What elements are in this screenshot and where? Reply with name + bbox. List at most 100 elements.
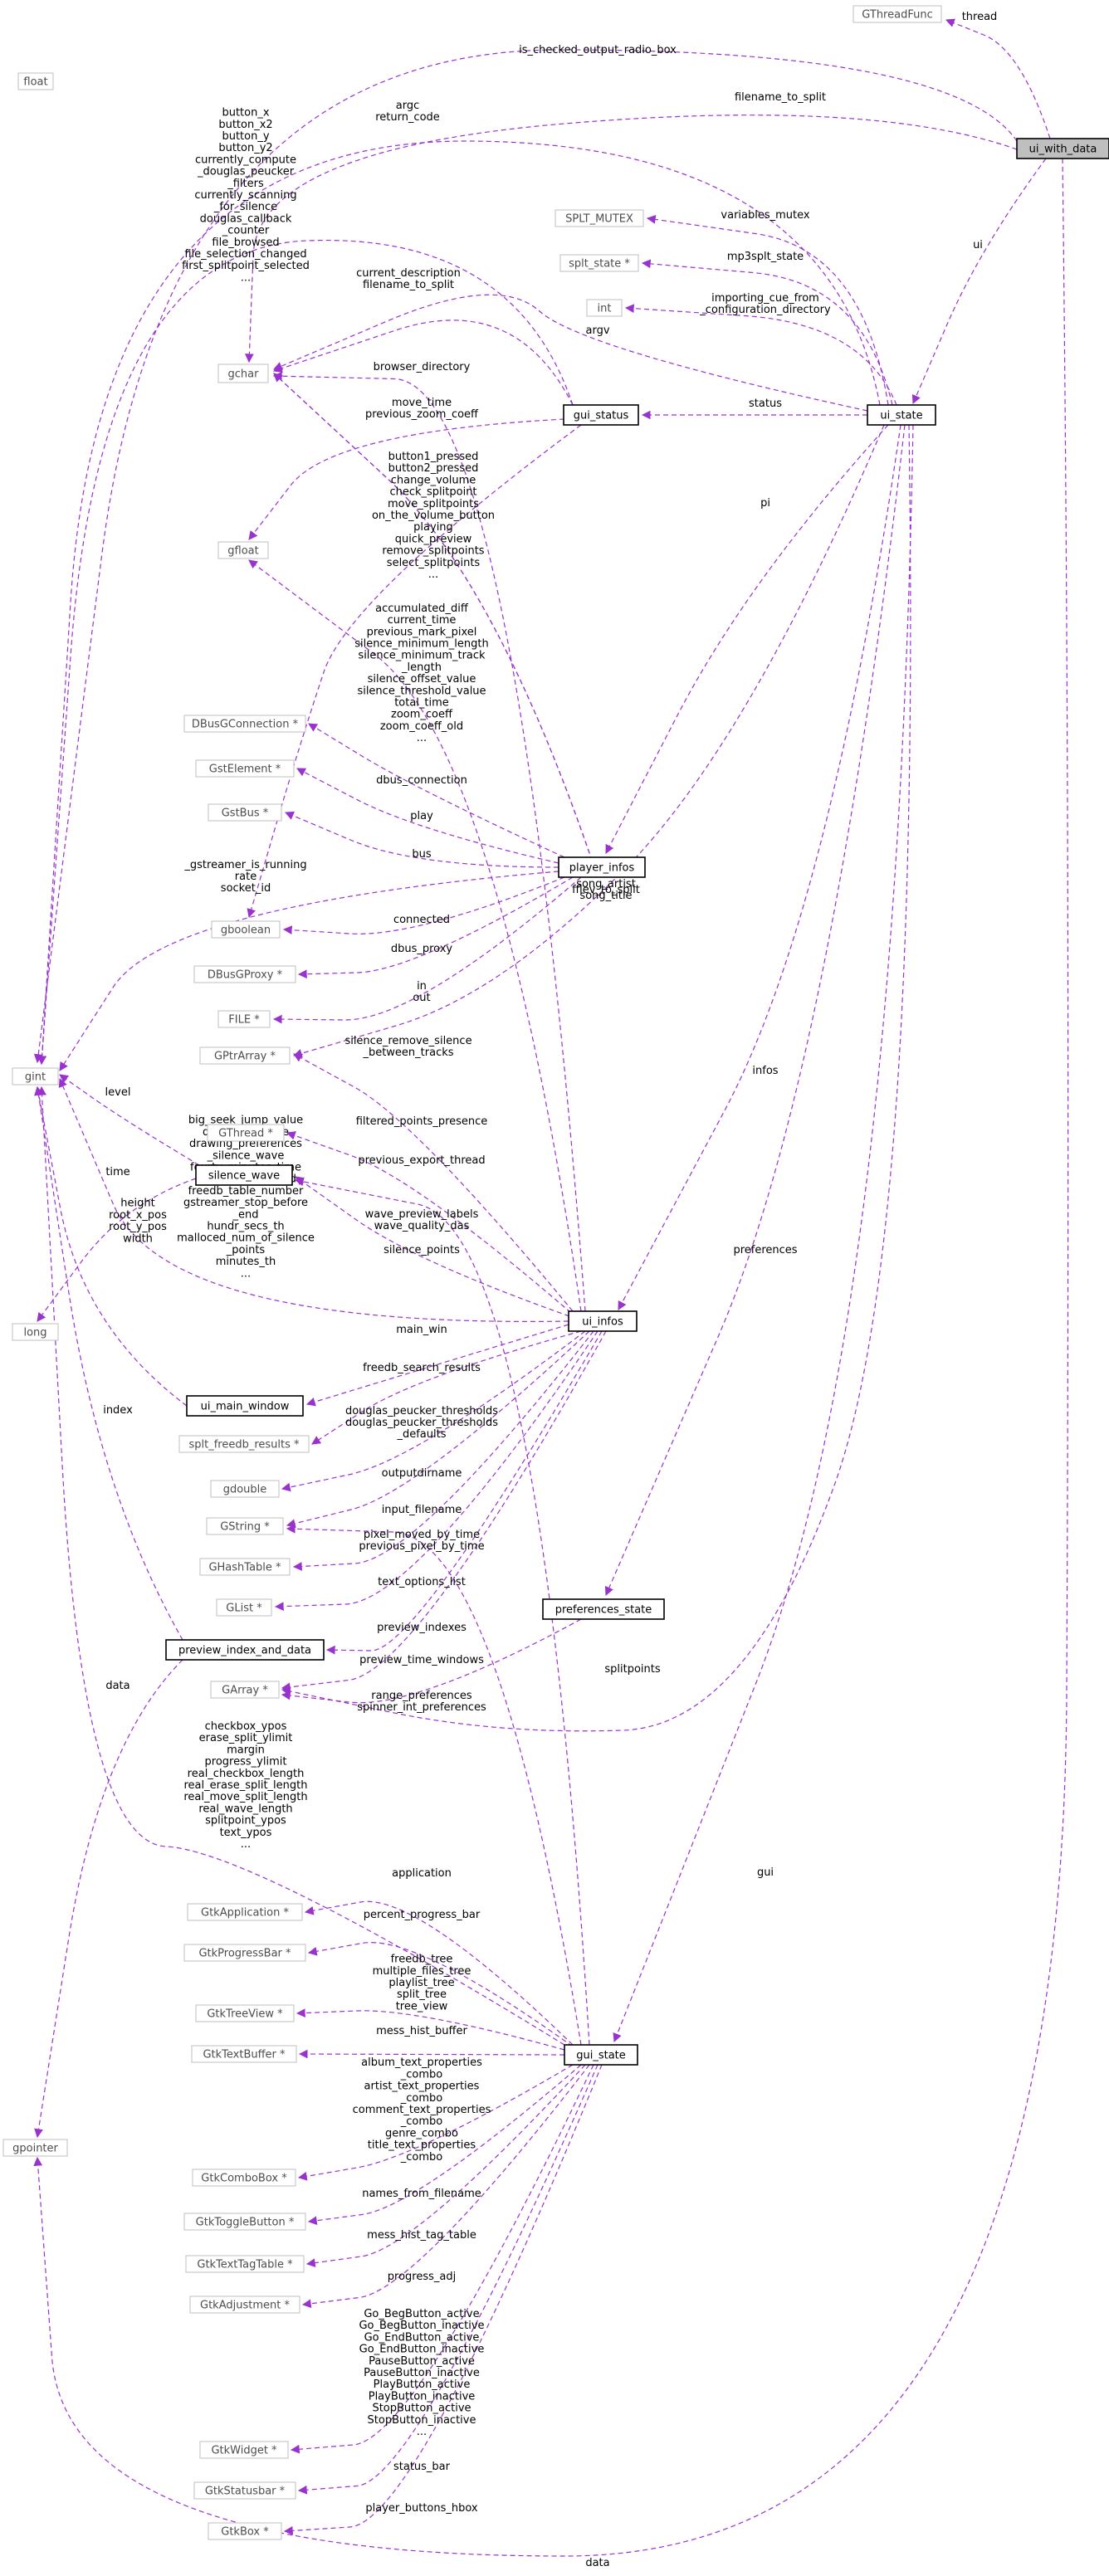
- node-SPLT_MUTEX: SPLT_MUTEX: [554, 209, 644, 227]
- edge-label-line: change_volume: [391, 474, 476, 486]
- node-ui_state[interactable]: ui_state: [867, 404, 936, 426]
- edge-label-line: button1_pressed: [388, 451, 479, 463]
- node-box-GArray: [210, 1681, 280, 1699]
- node-label-GtkProgressBar: GtkProgressBar *: [198, 1948, 291, 1960]
- node-silence_wave[interactable]: silence_wave: [195, 1164, 293, 1186]
- edge-label-player_infos-to-GstElement: play: [410, 810, 433, 822]
- edge-label-line: move_splitpoints: [388, 498, 479, 510]
- edge-label-line: _for_silence: [213, 201, 277, 213]
- edge-label-line: browser_directory: [374, 361, 471, 373]
- edge-gui_state-to-GString: [286, 1524, 582, 2046]
- edge-label-ui_infos-to-GPtrArray: filtered_points_presence: [356, 1115, 488, 1128]
- edge-label-line: button_x2: [218, 119, 272, 131]
- edge-label-gui_state-to-GtkTextBuffer: mess_hist_buffer: [376, 2025, 467, 2037]
- edge-label-line: status_bar: [393, 2461, 451, 2473]
- node-label-GstElement: GstElement *: [209, 764, 281, 776]
- edge-ui_with_data-to-gpointer: [33, 158, 1069, 2557]
- node-GPtrArray: GPtrArray *: [199, 1046, 291, 1065]
- edge-label-line: width: [123, 1232, 153, 1245]
- node-GtkTextBuffer: GtkTextBuffer *: [191, 2045, 297, 2063]
- edge-ui_infos-to-GString: [286, 1330, 590, 1528]
- edge-label-line: _filters: [227, 178, 264, 190]
- edge-gui_state-to-gint: [37, 1086, 565, 2046]
- edge-player_infos-to-gboolean: [282, 876, 565, 935]
- edge-label-line: _counter: [222, 225, 270, 237]
- node-ui_main_window[interactable]: ui_main_window: [186, 1395, 304, 1417]
- edge-label-line: ...: [417, 2426, 427, 2438]
- edge-label-line: real_checkbox_length: [188, 1768, 305, 1780]
- edge-label-line: filtered_points_presence: [356, 1115, 488, 1128]
- nodes-layer: ui_with_data GThreadFunc floatSPLT_MUTEXsp…: [2, 5, 1109, 2540]
- edge-label-line: text_options_list: [378, 1576, 466, 1588]
- edge-player_infos-to-DBusGConnection: [308, 723, 565, 858]
- edge-ui_with_data-to-ui_state: [911, 158, 1047, 404]
- edge-player_infos-to-DBusGProxy: [297, 876, 574, 979]
- node-GThreadFunc: GThreadFunc: [853, 5, 942, 23]
- edge-label-line: title_text_properties: [368, 2139, 476, 2152]
- edge-label-line: button_y2: [218, 142, 272, 154]
- node-gui_status[interactable]: gui_status: [563, 404, 639, 426]
- edge-label-line: PlayButton_active: [374, 2378, 471, 2391]
- edge-gui_status-to-gboolean: [247, 424, 582, 919]
- node-label-ui_state: ui_state: [880, 410, 922, 422]
- node-splt_freedb_results: splt_freedb_results *: [178, 1435, 310, 1453]
- edge-label-line: ...: [241, 1267, 251, 1280]
- node-box-GtkWidget: [199, 2441, 289, 2459]
- edge-ui_infos-to-ui_main_window: [305, 1324, 569, 1407]
- node-GtkWidget: GtkWidget *: [199, 2441, 289, 2459]
- node-ui_infos[interactable]: ui_infos: [568, 1310, 638, 1332]
- node-GList: GList *: [216, 1598, 272, 1617]
- node-label-preferences_state: preferences_state: [555, 1604, 652, 1617]
- edge-label-ui_state-to-ui_infos: infos: [752, 1065, 778, 1077]
- node-gui_state[interactable]: gui_state: [564, 2044, 638, 2066]
- edge-label-line: mp3splt_state: [727, 251, 804, 263]
- node-box-ui_with_data: [1016, 138, 1109, 159]
- edge-ui_infos-to-GArray: [281, 1330, 607, 1692]
- node-player_infos[interactable]: player_infos: [558, 856, 646, 878]
- edge-label-ui_with_data-to-gpointer: data: [585, 2557, 609, 2569]
- node-GtkBox: GtkBox *: [208, 2522, 282, 2540]
- edge-gui_state-to-GtkTextBuffer: [298, 2049, 565, 2059]
- node-box-GThreadFunc: [853, 5, 942, 23]
- node-box-splt_freedb_results: [178, 1435, 310, 1453]
- node-preview_index_and_data[interactable]: preview_index_and_data: [165, 1639, 325, 1661]
- edge-player_infos-to-GstElement: [296, 768, 559, 864]
- edge-label-gui_state-to-GtkToggleButton: names_from_filename: [362, 2188, 481, 2200]
- node-label-gui_status: gui_status: [574, 410, 629, 422]
- edge-label-line: zoom_coeff: [391, 709, 453, 721]
- node-label-long: long: [23, 1327, 46, 1339]
- node-label-GThreadFunc: GThreadFunc: [862, 9, 932, 22]
- edge-label-line: status: [749, 398, 782, 410]
- node-label-GtkStatusbar: GtkStatusbar *: [205, 2486, 286, 2498]
- edge-label-gui_state-to-GtkAdjustment: progress_adj: [388, 2271, 456, 2283]
- node-GThread: GThread *: [207, 1124, 285, 1142]
- edge-ui_state-to-splt_state: [641, 259, 893, 406]
- edge-label-line: silence_threshold_value: [357, 685, 486, 697]
- edge-label-line: _points: [226, 1244, 266, 1256]
- node-box-long: [12, 1323, 59, 1341]
- edge-gui_status-to-gint: [37, 239, 574, 1066]
- node-DBusGProxy: DBusGProxy *: [193, 965, 296, 983]
- node-preferences_state[interactable]: preferences_state: [542, 1598, 665, 1620]
- edge-label-line: total_time: [394, 697, 449, 710]
- node-label-silence_wave: silence_wave: [208, 1170, 280, 1183]
- edge-label-ui_infos-to-preview_index_and_data: preview_indexes: [377, 1622, 467, 1634]
- edge-label-line: wave_quality_das: [374, 1220, 470, 1232]
- node-gfloat: gfloat: [217, 541, 269, 559]
- edge-label-line: _length: [401, 661, 442, 674]
- node-ui_with_data[interactable]: ui_with_data: [1016, 138, 1109, 159]
- node-gboolean: gboolean: [211, 920, 281, 939]
- edge-labels-layer: threadis_checked_output_radio_boxfilenam…: [103, 11, 997, 2569]
- node-box-GtkBox: [208, 2522, 282, 2540]
- edge-label-line: playing: [413, 521, 453, 534]
- edge-label-silence_wave-to-long: time: [105, 1166, 129, 1178]
- node-box-gint: [12, 1067, 59, 1086]
- node-box-gchar: [217, 363, 269, 383]
- node-label-float: float: [23, 76, 47, 89]
- edge-label-line: importing_cue_from: [711, 292, 819, 305]
- node-label-gboolean: gboolean: [221, 925, 271, 937]
